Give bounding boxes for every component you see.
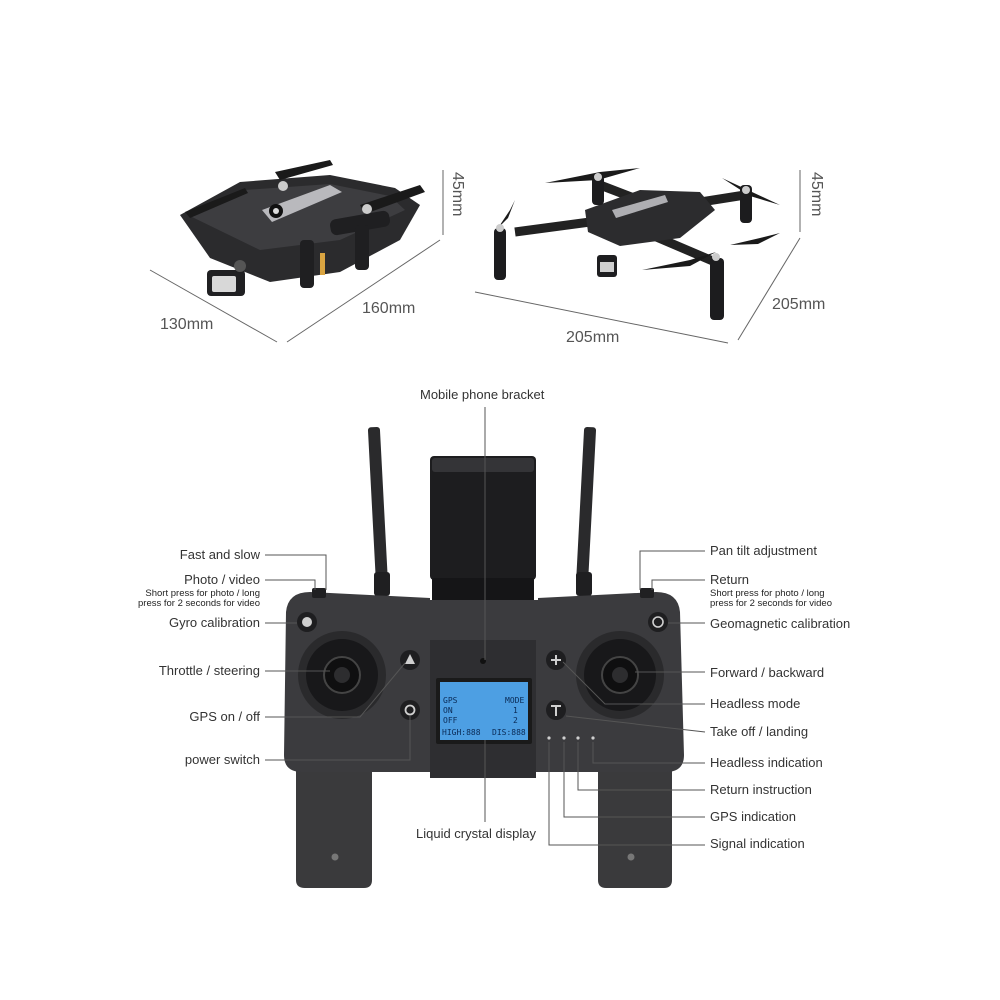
lcd-r4b: DIS:888 xyxy=(492,728,526,737)
dim-folded-width: 130mm xyxy=(160,316,214,333)
label-signal-indication: Signal indication xyxy=(710,836,805,851)
lcd-r1b: MODE xyxy=(505,696,524,705)
label-return-sub2: press for 2 seconds for video xyxy=(710,598,832,609)
lcd-r1: GPS xyxy=(443,696,458,705)
label-return-instruction: Return instruction xyxy=(710,782,812,797)
lcd-r3b: 2 xyxy=(513,716,518,725)
dim-folded-height: 45mm xyxy=(449,172,466,217)
label-photo-video-sub1: Short press for photo / long xyxy=(145,588,260,599)
label-phone-bracket: Mobile phone bracket xyxy=(420,387,545,402)
dim-unfolded-depth: 205mm xyxy=(772,296,826,313)
label-geomagnetic: Geomagnetic calibration xyxy=(710,616,851,631)
remote-controller xyxy=(284,426,684,888)
lcd-r4: HIGH:888 xyxy=(442,728,481,737)
label-fast-slow: Fast and slow xyxy=(179,547,260,562)
label-photo-video-sub2: press for 2 seconds for video xyxy=(138,598,260,609)
dim-unfolded-height: 45mm xyxy=(808,172,825,217)
label-takeoff: Take off / landing xyxy=(710,724,809,739)
label-throttle: Throttle / steering xyxy=(158,663,260,678)
label-power: power switch xyxy=(184,752,260,767)
lcd-r2b: 1 xyxy=(513,706,518,715)
lcd-r2: ON xyxy=(443,706,453,715)
dim-folded-length: 160mm xyxy=(362,300,416,317)
label-headless-mode: Headless mode xyxy=(710,696,801,711)
label-forward-backward: Forward / backward xyxy=(710,665,825,680)
label-headless-indication: Headless indication xyxy=(710,755,823,770)
label-photo-video: Photo / video xyxy=(184,572,260,587)
lcd-r3: OFF xyxy=(443,716,458,725)
leader-lines xyxy=(265,407,706,846)
label-lcd: Liquid crystal display xyxy=(416,826,536,841)
label-gps-onoff: GPS on / off xyxy=(189,709,260,724)
label-return: Return xyxy=(710,572,750,587)
label-pan-tilt: Pan tilt adjustment xyxy=(710,543,817,558)
label-gps-indication: GPS indication xyxy=(710,809,796,824)
label-return-sub1: Short press for photo / long xyxy=(710,588,825,599)
lcd-text: GPS MODE ON 1 OFF 2 HIGH:888 DIS:888 xyxy=(442,696,526,737)
dim-unfolded-length: 205mm xyxy=(566,329,620,346)
folded-drone xyxy=(149,160,444,343)
label-gyro: Gyro calibration xyxy=(168,615,260,630)
unfolded-drone xyxy=(474,168,801,344)
